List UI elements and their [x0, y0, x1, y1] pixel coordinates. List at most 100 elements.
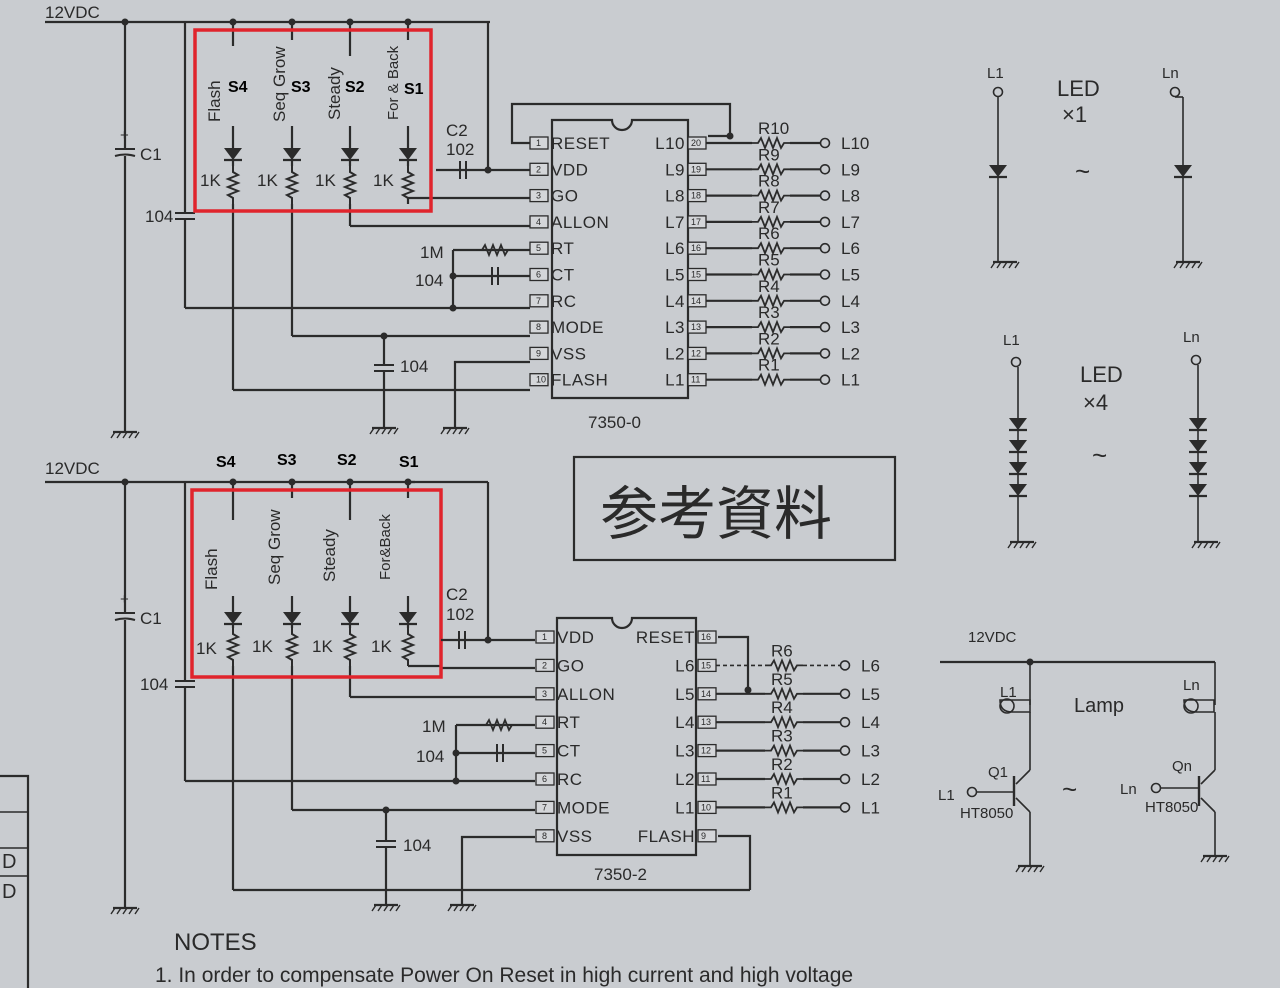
pin-number: 14 — [701, 689, 711, 699]
pin-box — [535, 687, 555, 701]
switch-label-for-back: For & Back — [385, 45, 402, 120]
pin-box — [529, 267, 549, 282]
pin-number: 1 — [542, 632, 547, 642]
output-label: L1 — [841, 371, 860, 390]
r1k-label: 1K — [196, 639, 217, 658]
pin-number: 10 — [701, 802, 711, 812]
pin-label: VSS — [551, 344, 587, 363]
pin-label: RC — [551, 292, 577, 311]
pin-number: 9 — [701, 831, 706, 841]
transistor-part-left: HT8050 — [960, 805, 1013, 822]
notes-title: NOTES — [174, 929, 257, 956]
pin-box — [529, 320, 549, 334]
led-title: LED — [1057, 76, 1100, 101]
pin-number: 5 — [536, 243, 541, 253]
pin-label: L4 — [665, 292, 685, 311]
switch-label-seq-grow: Seq Grow — [265, 509, 284, 585]
pin-box — [535, 800, 555, 815]
pin-box — [697, 829, 717, 843]
resistor-label: R2 — [758, 329, 780, 348]
output-label: L10 — [841, 134, 869, 153]
pin-box — [535, 743, 555, 758]
led-x1-panel: L1 Ln LED ×1 ~ — [987, 65, 1204, 270]
pin-box — [529, 346, 549, 361]
pin-number: 5 — [542, 746, 547, 756]
switch-column-s2 — [339, 22, 530, 228]
pin-label: L3 — [665, 318, 685, 337]
resistor-label: R5 — [758, 251, 780, 270]
led-left-label: L1 — [987, 65, 1004, 82]
resistor-label: R8 — [758, 172, 780, 191]
pin-label: RESET — [551, 134, 610, 153]
switch-id-s2: S2 — [337, 452, 357, 469]
c2-label: C2 — [446, 585, 468, 604]
pin-label: RC — [557, 770, 583, 789]
switch-id-s4: S4 — [216, 454, 236, 471]
resistor-label: R10 — [758, 119, 789, 138]
chip-name: 7350-0 — [588, 413, 641, 432]
pin-label: L7 — [665, 213, 685, 232]
c2-label: C2 — [446, 121, 468, 140]
output-label: L5 — [841, 266, 860, 285]
pin-box — [529, 241, 549, 255]
pin-number: 18 — [691, 191, 701, 201]
switch-label-for-back: For&Back — [377, 514, 394, 580]
notes-line-1: 1. In order to compensate Power On Reset… — [155, 964, 853, 987]
resistor-label: R6 — [758, 224, 780, 243]
output-label: L9 — [841, 160, 860, 179]
resistor-label: R5 — [771, 670, 793, 689]
switch-id-s1: S1 — [399, 454, 419, 471]
output-label: L6 — [861, 656, 880, 675]
pin-label: VDD — [551, 160, 588, 179]
pin-number: 7 — [536, 296, 541, 306]
lamp-input-left: L1 — [938, 787, 955, 804]
resistor-label: R6 — [771, 641, 793, 660]
pin-number: 20 — [691, 138, 701, 148]
output-label: L8 — [841, 187, 860, 206]
pin-number: 8 — [536, 322, 541, 332]
pin-box — [529, 294, 549, 308]
ct-value: 104 — [416, 747, 444, 766]
pin-number: 12 — [691, 348, 701, 358]
vss-cap-label: 104 — [400, 357, 428, 376]
lamp-title: Lamp — [1074, 695, 1124, 717]
pin-number: 11 — [701, 774, 710, 784]
led-count: ×1 — [1062, 102, 1087, 127]
output-label: L1 — [861, 798, 880, 817]
resistor-label: R1 — [758, 356, 780, 375]
qn-label: Qn — [1172, 758, 1192, 775]
pin-label: L3 — [675, 742, 695, 761]
lamp-right-label: Ln — [1183, 677, 1200, 694]
r1k-label: 1K — [200, 171, 221, 190]
pin-label: RESET — [636, 628, 695, 647]
switch-column-s1 — [397, 22, 530, 205]
switch-label-steady: Steady — [325, 67, 344, 120]
led-title: LED — [1080, 362, 1123, 387]
lamp-panel: 12VDC L1 Ln Lamp Q1 Qn L1 Ln HT8050 HT8 — [938, 629, 1231, 874]
output-label: L2 — [861, 770, 880, 789]
resistor-label: R7 — [758, 198, 780, 217]
pin-number: 19 — [691, 164, 701, 174]
pin-box — [535, 715, 555, 729]
resistor-label: R4 — [758, 277, 780, 296]
pin-number: 17 — [691, 217, 701, 227]
output-label: L7 — [841, 213, 860, 232]
r1k-label: 1K — [257, 171, 278, 190]
output-label: L2 — [841, 344, 860, 363]
pin-number: 11 — [691, 375, 700, 385]
pin-label: RT — [551, 239, 574, 258]
switch-label-flash: Flash — [205, 80, 224, 122]
switch-id-s4: S4 — [228, 79, 248, 96]
c1-label: C1 — [140, 145, 162, 164]
pin-label: ALLON — [557, 685, 615, 704]
svg-text:+: + — [120, 591, 129, 608]
switch-column-s3 — [281, 22, 530, 338]
pin-label: L2 — [675, 770, 695, 789]
pin-label: L6 — [675, 656, 695, 675]
pin-number: 10 — [536, 375, 546, 385]
pin-box — [535, 829, 555, 843]
pin-label: L9 — [665, 160, 685, 179]
output-label: L4 — [861, 713, 880, 732]
cap-104-label: 104 — [145, 207, 173, 226]
